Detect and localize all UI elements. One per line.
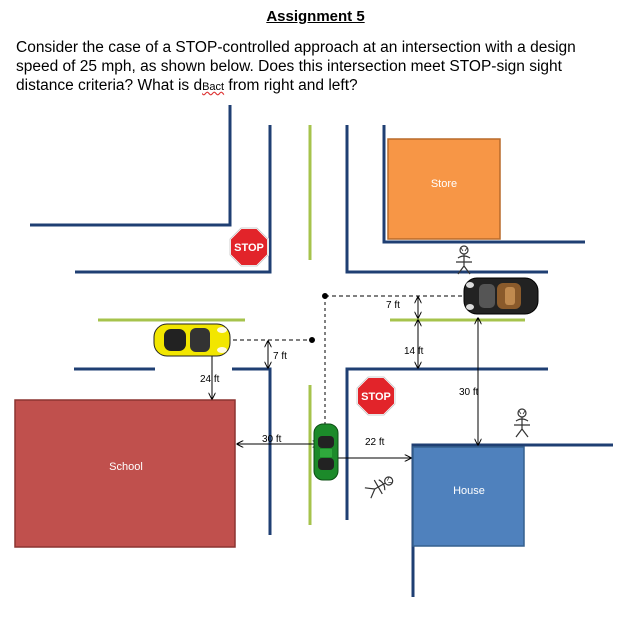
- house-label: House: [453, 485, 485, 497]
- road-edge-lower-left: [232, 367, 272, 535]
- label-7ft-top: 7 ft: [386, 300, 400, 311]
- black-car-icon: [463, 277, 539, 315]
- house-building: House: [412, 446, 525, 547]
- question-part1: Consider the case of a STOP-controlled a…: [16, 39, 576, 94]
- road-edge-upper-right-inner: [345, 125, 548, 274]
- label-30ft-right: 30 ft: [459, 387, 479, 398]
- question-part2: from right and left?: [224, 77, 358, 94]
- road-edge-upper-left-outer: [30, 105, 232, 227]
- sight-lines: [212, 293, 470, 425]
- stop-sign-lower-label: STOP: [361, 391, 391, 403]
- label-7ft-left: 7 ft: [273, 351, 287, 362]
- centerlines: [98, 125, 525, 525]
- label-30ft-left: 30 ft: [262, 434, 282, 445]
- school-label: School: [109, 461, 143, 473]
- school-building: School: [14, 399, 236, 548]
- stop-sign-lower: STOP: [356, 376, 396, 416]
- pedestrian-icon-crosswalk: [364, 476, 394, 499]
- dimension-arrows: [212, 297, 478, 458]
- stop-sign-upper-label: STOP: [234, 242, 264, 254]
- assignment-title: Assignment 5: [266, 8, 365, 25]
- green-car-icon: [313, 423, 339, 481]
- pedestrian-icon-house: [514, 408, 530, 438]
- label-22ft: 22 ft: [365, 437, 385, 448]
- question-text: Consider the case of a STOP-controlled a…: [16, 38, 616, 97]
- pedestrian-icon-store: [456, 245, 472, 275]
- yellow-car-icon: [153, 323, 231, 357]
- sight-point-top: [322, 293, 328, 299]
- road-edge-upper-left-inner: [75, 125, 272, 274]
- store-label: Store: [431, 178, 457, 190]
- sight-point-left: [309, 337, 315, 343]
- label-24ft: 24 ft: [200, 374, 220, 385]
- question-term: dBact: [193, 77, 225, 94]
- dimension-labels: 7 ft 14 ft 7 ft 24 ft 30 ft 30 ft 22 ft: [200, 297, 479, 448]
- label-14ft: 14 ft: [404, 346, 424, 357]
- store-building: Store: [387, 138, 501, 240]
- stop-sign-upper: STOP: [229, 227, 269, 267]
- road-edge-upper-right-outer: [382, 125, 585, 244]
